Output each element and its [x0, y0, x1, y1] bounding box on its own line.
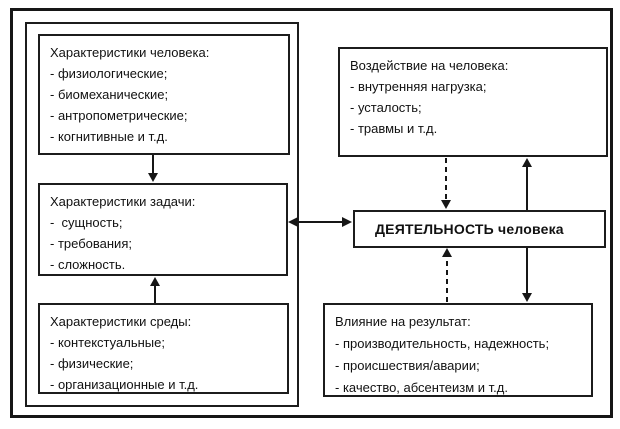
list-item: - сложность. — [50, 257, 126, 272]
box-human-activity: ДЕЯТЕЛЬНОСТЬ человека — [353, 210, 606, 248]
box-influence-on-result: Влияние на результат: - производительнос… — [323, 303, 593, 397]
list-item: - усталость; — [350, 100, 422, 115]
box-title: Характеристики задачи: — [50, 194, 196, 209]
box-title: Влияние на результат: — [335, 314, 471, 329]
list-item: - организационные и т.д. — [50, 377, 199, 392]
list-item: - биомеханические; — [50, 87, 169, 102]
list-item: - внутренняя нагрузка; — [350, 79, 487, 94]
list-item: - производительность, надежность; — [335, 336, 550, 351]
box-human-characteristics: Характеристики человека: - физиологическ… — [38, 34, 290, 155]
box-impact-on-human: Воздействие на человека: - внутренняя на… — [338, 47, 608, 157]
list-item: - происшествия/аварии; — [335, 358, 480, 373]
list-item: - качество, абсентеизм и т.д. — [335, 380, 508, 395]
list-item: - требования; — [50, 236, 132, 251]
activity-label: ДЕЯТЕЛЬНОСТЬ человека — [375, 221, 564, 237]
left-group-frame — [25, 22, 299, 407]
list-item: - физические; — [50, 356, 134, 371]
list-item: - физиологические; — [50, 66, 168, 81]
box-title: Характеристики человека: — [50, 45, 210, 60]
list-item: - травмы и т.д. — [350, 121, 438, 136]
box-environment-characteristics: Характеристики среды: - контекстуальные;… — [38, 303, 289, 394]
outer-frame — [10, 8, 613, 418]
list-item: - контекстуальные; — [50, 335, 165, 350]
box-title: Характеристики среды: — [50, 314, 192, 329]
box-title: Воздействие на человека: — [350, 58, 509, 73]
list-item: - сущность; — [50, 215, 123, 230]
list-item: - антропометрические; — [50, 108, 188, 123]
box-task-characteristics: Характеристики задачи: - сущность; - тре… — [38, 183, 288, 276]
list-item: - когнитивные и т.д. — [50, 129, 168, 144]
